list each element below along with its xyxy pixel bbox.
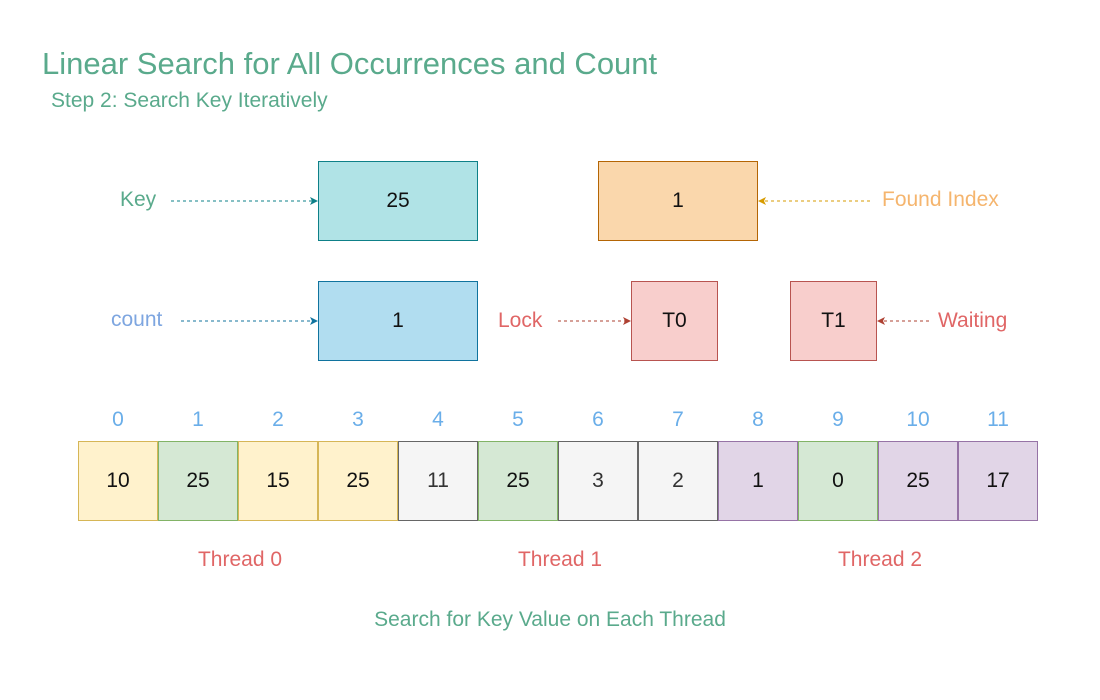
found-index-box: 1 (598, 161, 758, 241)
array-index: 4 (432, 408, 444, 431)
thread-2-label: Thread 2 (837, 548, 923, 571)
count-label: count (111, 308, 163, 331)
array-cell: 25 (478, 441, 558, 521)
lock-label: Lock (498, 309, 543, 332)
thread-1-label: Thread 1 (517, 548, 603, 571)
lock-box: T0 (631, 281, 718, 361)
array-index: 8 (752, 408, 764, 431)
array-cell: 15 (238, 441, 318, 521)
waiting-box: T1 (790, 281, 877, 361)
diagram-caption: Search for Key Value on Each Thread (374, 608, 726, 631)
found-index-label: Found Index (882, 188, 999, 211)
array-cell: 25 (158, 441, 238, 521)
array-index: 7 (672, 408, 684, 431)
array-index: 3 (352, 408, 364, 431)
array-index: 6 (592, 408, 604, 431)
array-index: 2 (272, 408, 284, 431)
array-index: 5 (512, 408, 524, 431)
array-index: 0 (112, 408, 124, 431)
array-index-row: 0 1 2 3 4 5 6 7 8 9 10 11 (78, 408, 1038, 434)
array-index: 10 (906, 408, 930, 431)
page-title: Linear Search for All Occurrences and Co… (42, 46, 658, 81)
key-box: 25 (318, 161, 478, 241)
page-subtitle: Step 2: Search Key Iteratively (51, 89, 328, 112)
array-index: 9 (832, 408, 844, 431)
waiting-label: Waiting (938, 309, 1008, 332)
array-cell: 10 (78, 441, 158, 521)
array-cell: 0 (798, 441, 878, 521)
array-cell: 11 (398, 441, 478, 521)
array-cell: 17 (958, 441, 1038, 521)
thread-0-label: Thread 0 (197, 548, 283, 571)
array-index: 11 (987, 408, 1009, 431)
key-label: Key (120, 188, 157, 211)
array-index: 1 (192, 408, 204, 431)
array-cell: 25 (878, 441, 958, 521)
array-cell: 2 (638, 441, 718, 521)
array-cell: 3 (558, 441, 638, 521)
count-box: 1 (318, 281, 478, 361)
array-cell: 1 (718, 441, 798, 521)
array-row: 10 25 15 25 11 25 3 2 1 0 25 17 (78, 441, 1038, 521)
array-cell: 25 (318, 441, 398, 521)
